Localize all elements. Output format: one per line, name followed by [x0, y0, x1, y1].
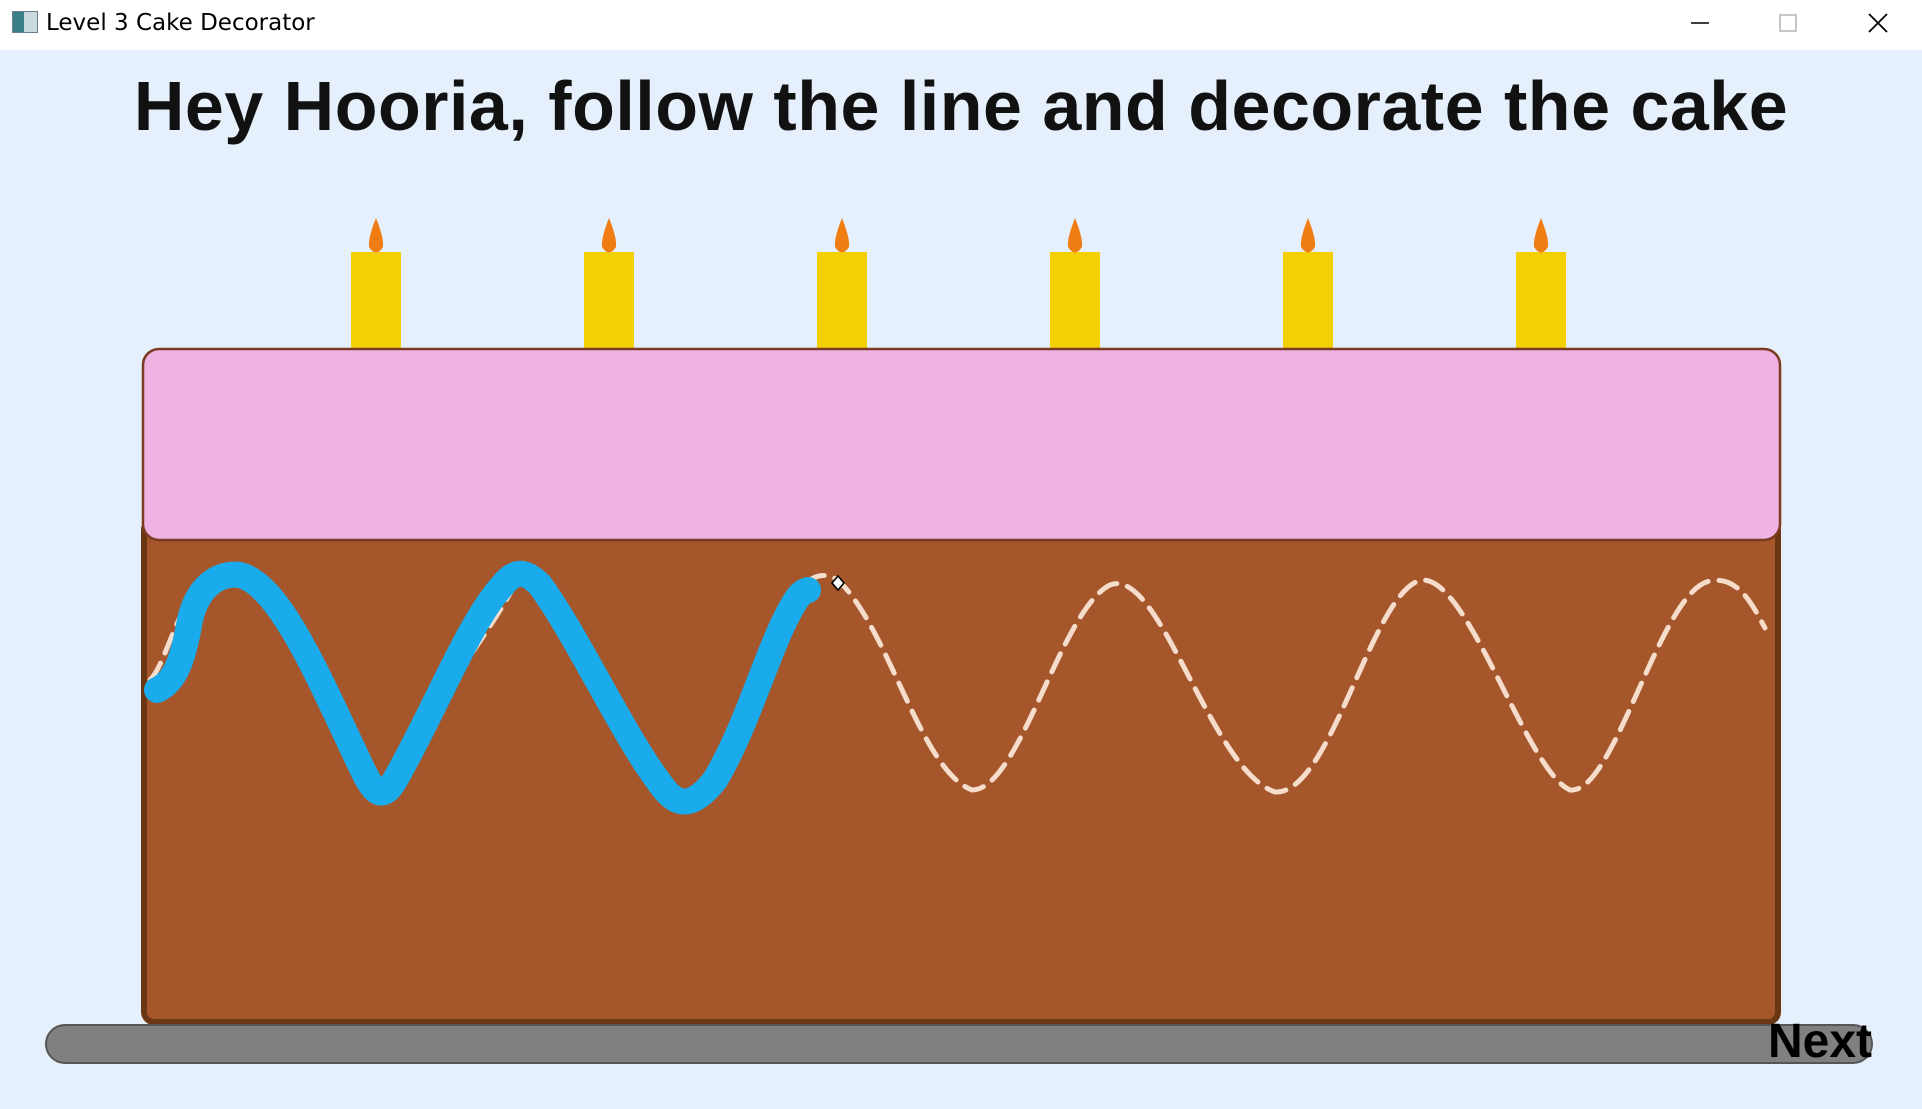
candle-4	[1050, 218, 1100, 350]
next-button[interactable]: Next	[1768, 1015, 1873, 1068]
candle-1	[351, 218, 401, 350]
traced-line	[144, 560, 821, 815]
flame-icon	[1533, 218, 1549, 253]
flame-icon	[601, 218, 617, 253]
minimize-button[interactable]	[1656, 0, 1744, 46]
candle-6	[1516, 218, 1566, 350]
candle-3	[817, 218, 867, 350]
window-title: Level 3 Cake Decorator	[46, 10, 315, 36]
maximize-icon	[1779, 14, 1797, 32]
flame-icon	[1300, 218, 1316, 253]
close-button[interactable]	[1834, 0, 1922, 46]
maximize-button[interactable]	[1744, 0, 1832, 46]
app-icon	[12, 11, 38, 33]
flame-icon	[368, 218, 384, 253]
candle-5	[1283, 218, 1333, 350]
title-bar: Level 3 Cake Decorator	[0, 0, 1922, 50]
close-icon	[1868, 13, 1888, 33]
instruction-heading: Hey Hooria, follow the line and decorate…	[133, 67, 1789, 145]
cake-plate	[45, 1024, 1873, 1064]
candle-2	[584, 218, 634, 350]
flame-icon	[1067, 218, 1083, 253]
candles	[351, 218, 1566, 350]
pointer-icon	[830, 574, 846, 592]
cake-frosting	[141, 347, 1782, 542]
minimize-icon	[1691, 22, 1709, 24]
flame-icon	[834, 218, 850, 253]
